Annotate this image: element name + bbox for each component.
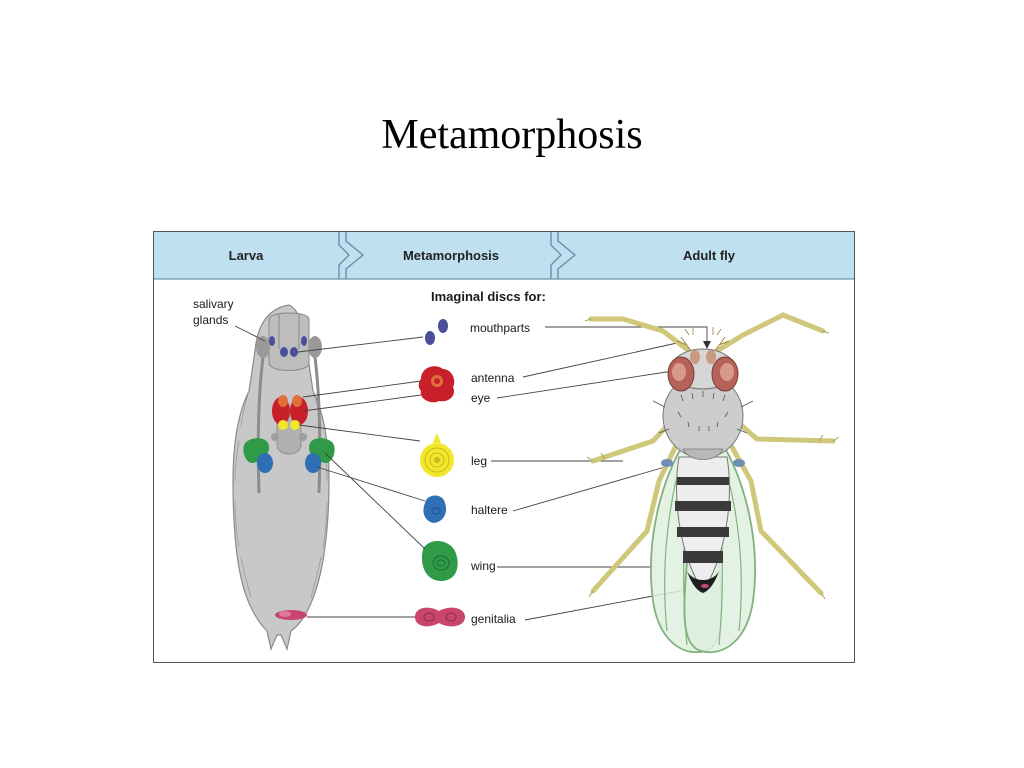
larva-to-disc-pointers: [297, 336, 426, 618]
larva-body: [232, 304, 330, 651]
larva-haltere-disc: [257, 453, 273, 473]
imaginal-discs-heading: Imaginal discs for:: [431, 289, 546, 304]
header-band: [154, 232, 854, 279]
salivary-glands-label-2: glands: [193, 313, 228, 327]
metamorphosis-figure: Larva Metamorphosis Adult fly: [153, 231, 855, 663]
disc-label-antenna: antenna: [471, 371, 515, 385]
larva-mouthparts-disc: [280, 347, 288, 357]
header-arrow-2: [550, 232, 562, 279]
disc-genitalia: [415, 607, 465, 627]
disc-eye-antenna: [418, 366, 455, 403]
adult-fly-illustration: [584, 312, 840, 654]
stage-header: Larva Metamorphosis Adult fly: [154, 232, 854, 280]
salivary-glands-label-1: salivary: [193, 297, 234, 311]
larva-leg-disc: [278, 420, 288, 430]
disc-label-eye: eye: [471, 391, 491, 405]
figure-svg: Larva Metamorphosis Adult fly: [153, 231, 855, 663]
header-arrow-1: [338, 232, 350, 279]
disc-label-mouthparts: mouthparts: [470, 321, 530, 335]
disc-label-leg: leg: [471, 454, 487, 468]
disc-label-haltere: haltere: [471, 503, 508, 517]
stage-label-adult-fly: Adult fly: [683, 248, 736, 263]
slide-title: Metamorphosis: [381, 112, 643, 158]
disc-wing: [421, 540, 458, 581]
larva-illustration: [232, 304, 335, 651]
disc-label-genitalia: genitalia: [471, 612, 516, 626]
fly-antenna: [690, 350, 700, 364]
disc-haltere: [423, 495, 447, 523]
fly-genitalia: [701, 584, 709, 588]
stage-label-larva: Larva: [229, 248, 264, 263]
disc-mouthparts: [425, 319, 448, 345]
disc-leg: [420, 433, 454, 477]
disc-label-wing: wing: [470, 559, 496, 573]
stage-label-metamorphosis: Metamorphosis: [403, 248, 499, 263]
fly-haltere-left: [661, 459, 673, 467]
